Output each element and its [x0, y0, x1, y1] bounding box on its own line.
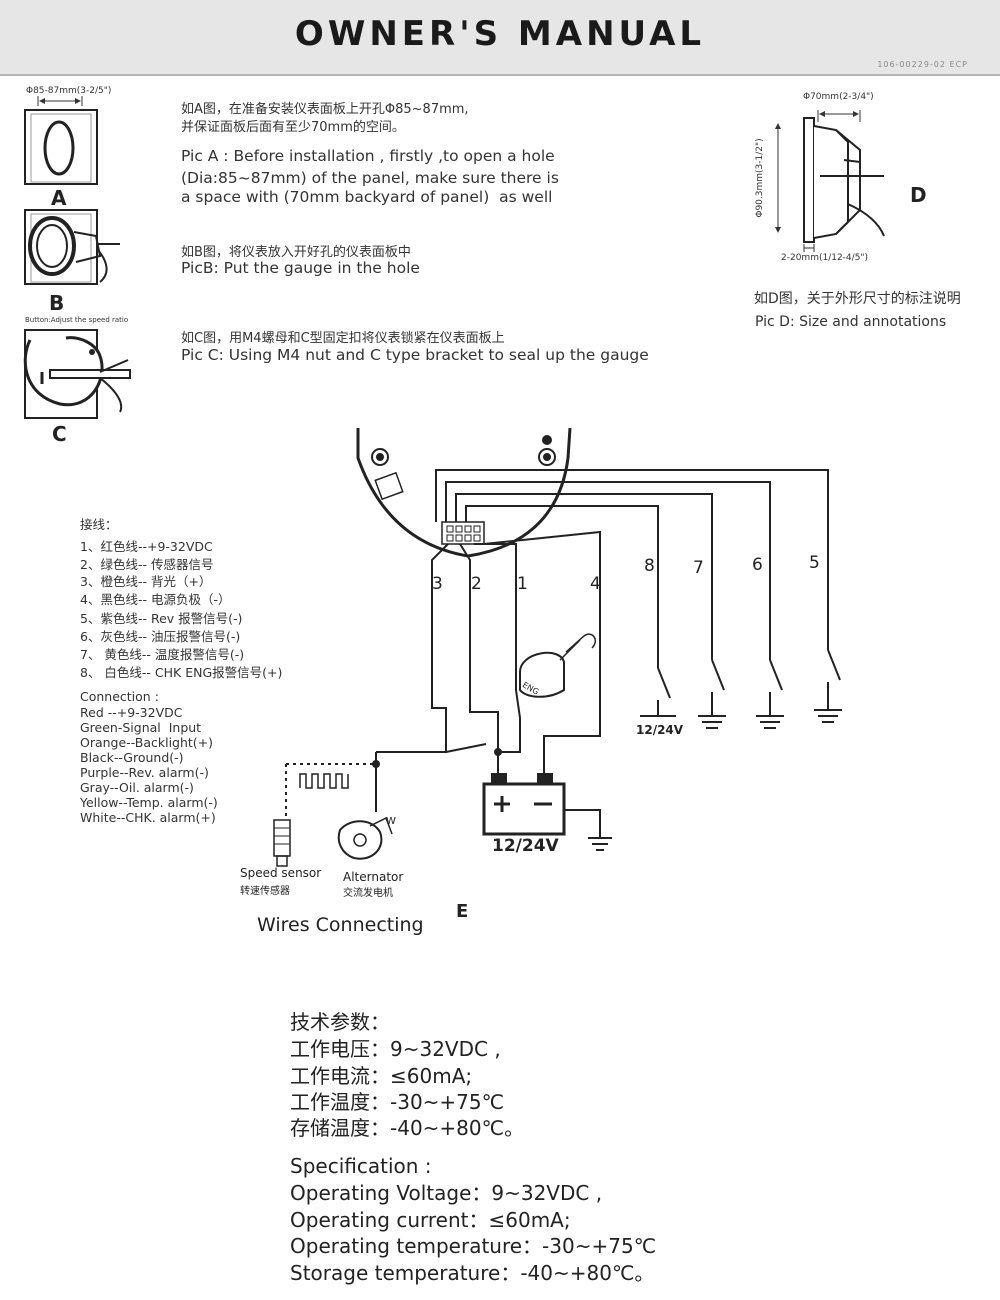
spec-en-2: Operating current：≤60mA;: [290, 1208, 571, 1232]
wiring-en-2: Green-Signal Input: [80, 720, 202, 735]
pic-c-text-cn: 如C图，用M4螺母和C型固定扣将仪表锁紧在仪表面板上: [181, 331, 505, 346]
wiring-en-6: Gray--Oil. alarm(-): [80, 780, 194, 795]
pic-d-label: D: [910, 183, 927, 207]
pic-d-text-cn: 如D图，关于外形尺寸的标注说明: [754, 291, 961, 307]
page-title: OWNER'S MANUAL: [294, 14, 706, 54]
diagram-e-label: E: [456, 901, 469, 922]
wire-number-6: 6: [752, 555, 763, 575]
pic-b-label: B: [49, 291, 65, 315]
speed-sensor-cn: 转速传感器: [240, 886, 290, 897]
wire-number-1: 1: [517, 574, 528, 594]
wiring-en-5: Purple--Rev. alarm(-): [80, 765, 209, 780]
spec-cn-4: 存储温度：-40~+80℃。: [290, 1116, 525, 1140]
spec-en-title: Specification :: [290, 1154, 432, 1178]
wire-number-3: 3: [432, 574, 443, 594]
pic-d-dim-top: Φ70mm(2-3/4"): [803, 92, 874, 102]
pic-d-dim-side: Φ90.3mm(3-1/2"): [755, 138, 765, 218]
wiring-cn-1: 1、红色线--+9-32VDC: [80, 539, 213, 554]
alternator-en: Alternator: [343, 870, 404, 884]
wiring-cn-3: 3、橙色线-- 背光（+）: [80, 574, 212, 589]
pic-a-dimension: Φ85-87mm(3-2/5"): [26, 86, 112, 96]
pic-c-note: Button:Adjust the speed ratio: [25, 316, 129, 324]
wiring-cn-8: 8、 白色线-- CHK ENG报警信号(+): [80, 665, 283, 680]
spec-en-1: Operating Voltage：9~32VDC ,: [290, 1181, 603, 1205]
pic-a-text-en-1: Pic A : Before installation , firstly ,t…: [181, 147, 555, 165]
document-code: 106-00229-02 ECP: [877, 60, 968, 69]
pic-d-text-en: Pic D: Size and annotations: [755, 314, 947, 330]
alternator-cn: 交流发电机: [343, 888, 393, 899]
spec-cn-3: 工作温度：-30~+75℃: [290, 1090, 505, 1114]
wiring-en-4: Black--Ground(-): [80, 750, 184, 765]
pic-b-text-en: PicB: Put the gauge in the hole: [181, 259, 420, 277]
switch-supply-label: 12/24V: [636, 723, 684, 737]
pic-b-text-cn: 如B图，将仪表放入开好孔的仪表面板中: [181, 245, 411, 260]
wiring-cn-4: 4、黑色线-- 电源负极（-）: [80, 592, 231, 607]
wiring-en-8: White--CHK. alarm(+): [80, 810, 216, 825]
battery-label: 12/24V: [492, 836, 559, 856]
pic-c-figure: [23, 329, 131, 419]
spec-cn-title: 技术参数：: [290, 1010, 390, 1034]
spec-cn-2: 工作电流：≤60mA;: [290, 1064, 473, 1088]
spec-en-3: Operating temperature：-30~+75℃: [290, 1234, 657, 1258]
alternator-w-label: W: [386, 816, 396, 827]
wiring-diagram-e: [273, 427, 842, 867]
pic-d-figure: [775, 110, 885, 252]
pic-a-label: A: [51, 186, 67, 210]
pic-a-text-en-2: (Dia:85~87mm) of the panel, make sure th…: [181, 169, 559, 187]
wiring-en-3: Orange--Backlight(+): [80, 735, 214, 750]
header-bar: OWNER'S MANUAL 106-00229-02 ECP: [0, 0, 1000, 76]
wire-number-8: 8: [644, 556, 655, 576]
wiring-en-7: Yellow--Temp. alarm(-): [80, 795, 218, 810]
diagram-e-caption: Wires Connecting: [257, 914, 424, 936]
wire-number-7: 7: [693, 558, 704, 578]
pic-a-text-en-3: a space with (70mm backyard of panel) as…: [181, 188, 553, 206]
pic-c-label: C: [52, 422, 67, 446]
pic-d-dim-bottom: 2-20mm(1/12-4/5"): [781, 253, 869, 263]
spec-cn-1: 工作电压：9~32VDC ,: [290, 1037, 501, 1061]
pic-c-text-en: Pic C: Using M4 nut and C type bracket t…: [181, 346, 649, 364]
wiring-en-1: Red --+9-32VDC: [80, 705, 183, 720]
pic-a-text-cn-2: 并保证面板后面有至少70mm的空间。: [181, 120, 405, 135]
wiring-title-en: Connection :: [80, 689, 159, 704]
wiring-cn-5: 5、紫色线-- Rev 报警信号(-): [80, 611, 243, 626]
wire-number-2: 2: [471, 574, 482, 594]
speed-sensor-en: Speed sensor: [240, 866, 322, 880]
wiring-cn-2: 2、绿色线-- 传感器信号: [80, 557, 214, 572]
wiring-title-cn: 接线：: [80, 517, 118, 532]
wiring-cn-6: 6、灰色线-- 油压报警信号(-): [80, 629, 241, 644]
pic-b-figure: [24, 209, 120, 285]
spec-en-4: Storage temperature：-40~+80℃。: [290, 1261, 655, 1285]
pic-a-figure: [24, 96, 98, 185]
wire-number-4: 4: [590, 574, 601, 594]
pic-a-text-cn-1: 如A图，在准备安装仪表面板上开孔Φ85~87mm,: [181, 102, 469, 117]
wiring-cn-7: 7、 黄色线-- 温度报警信号(-): [80, 647, 245, 662]
wire-number-5: 5: [809, 553, 820, 573]
